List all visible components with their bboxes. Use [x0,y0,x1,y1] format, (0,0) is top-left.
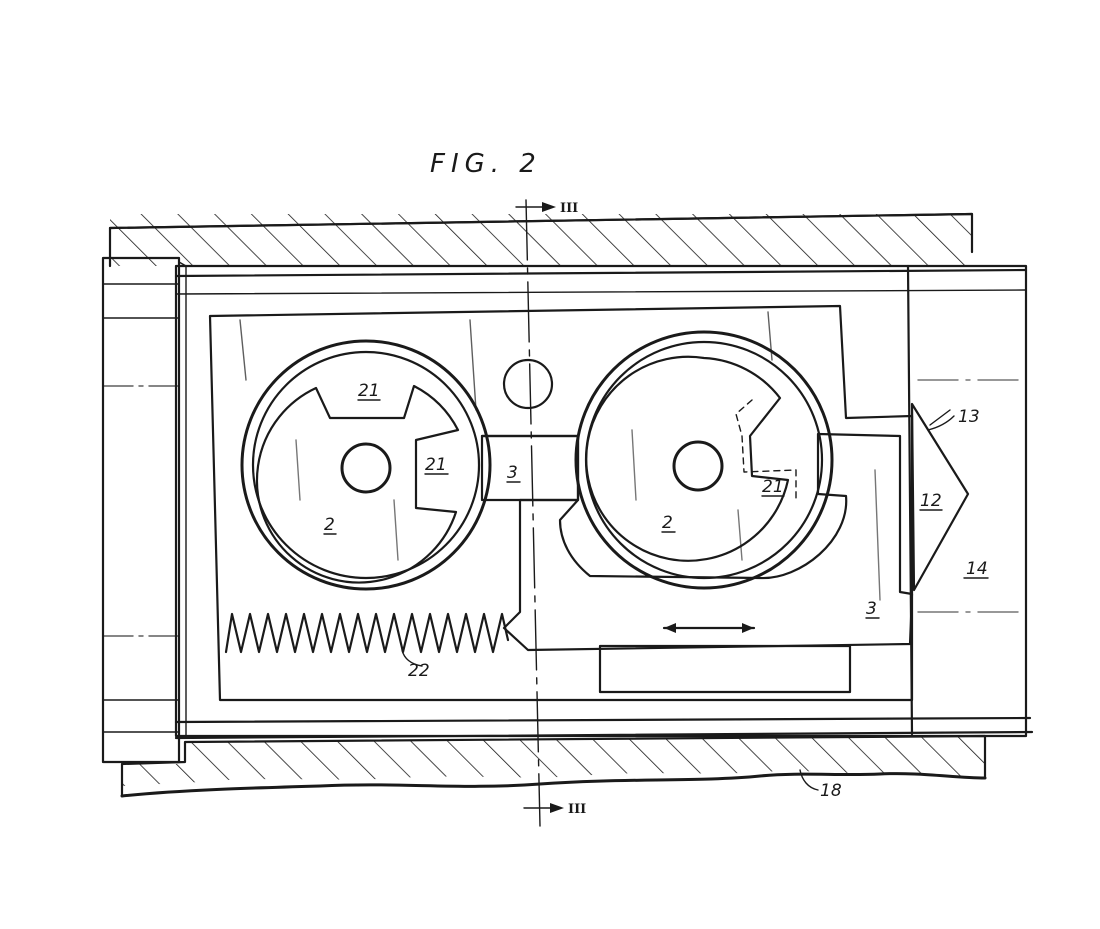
shaft-left [340,442,392,494]
label-21-left-side: 21 [425,455,447,475]
cam-left [240,339,492,591]
label-13: 13 [958,407,980,427]
leader-13 [927,415,955,431]
top-hatched-wall [108,212,974,268]
label-12: 12 [920,491,942,511]
leader-18 [799,769,819,791]
figure-title: FIG. 2 [430,149,542,179]
leader-22 [401,649,423,667]
cam-right [574,330,834,590]
outer-housing [174,264,1034,740]
wedge-element [910,402,970,592]
left-end-flange [101,256,187,764]
label-3-body: 3 [866,599,877,619]
label-21-top: 21 [358,381,380,401]
label-2-left: 2 [324,515,335,535]
label-14: 14 [966,559,988,579]
shaft-right [672,440,724,492]
label-2-right: 2 [662,513,673,533]
section-mark-top: III [560,201,578,216]
label-22: 22 [408,661,430,681]
label-21-right: 21 [762,477,784,497]
section-line [515,199,564,827]
spring [224,612,510,654]
slider [480,432,914,652]
label-18: 18 [820,781,842,801]
bottom-hatched-wall [120,734,987,798]
guide-bar [598,644,852,694]
section-mark-bottom: III [568,802,586,817]
label-3-tab: 3 [507,463,518,483]
pin-hole [502,358,554,410]
